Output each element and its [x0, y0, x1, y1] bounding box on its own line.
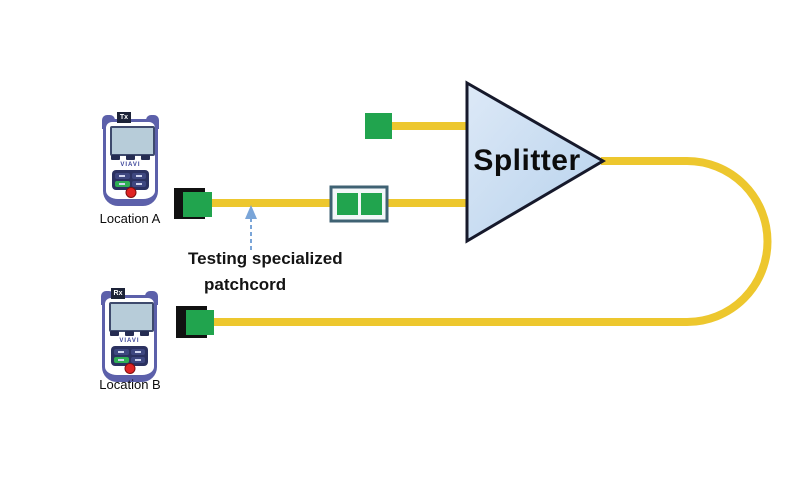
device-body: VIAVI — [102, 295, 157, 382]
power-button — [124, 363, 135, 374]
optical-tester-location-a: Tx VIAVI — [102, 112, 159, 206]
adapter-port-left — [337, 193, 358, 215]
location-b-label: Location B — [99, 377, 161, 392]
softkey — [110, 331, 119, 336]
annotation-line1: Testing specialized — [188, 249, 343, 268]
splitter-top-connector — [365, 113, 392, 139]
connector-a-green — [183, 192, 212, 217]
keypad-key — [131, 181, 146, 187]
keypad-key — [115, 173, 130, 179]
keypad-key — [114, 349, 129, 355]
rx-port-tab: Rx — [111, 288, 125, 299]
softkey-row — [110, 331, 149, 336]
keypad-key — [130, 349, 145, 355]
annotation-line2: patchcord — [204, 275, 287, 294]
device-body: VIAVI — [103, 119, 158, 206]
brand-label: VIAVI — [120, 162, 141, 168]
softkey — [126, 155, 135, 160]
output-fiber-loop — [214, 157, 772, 326]
splitter-label: Splitter — [473, 144, 581, 177]
keypad-key — [130, 357, 145, 363]
tx-port-tab: Tx — [117, 112, 131, 123]
connector-b-green — [186, 310, 214, 335]
splitter-triangle — [465, 80, 606, 244]
softkey — [141, 155, 150, 160]
softkey-row — [111, 155, 150, 160]
keypad-key — [131, 173, 146, 179]
annotation-arrow-head — [245, 205, 257, 219]
adapter-port-right — [361, 193, 382, 215]
keypad-key-green — [114, 357, 129, 363]
device-screen — [110, 126, 155, 156]
device-keypad — [111, 346, 148, 366]
device-keypad — [112, 170, 149, 190]
rx-port-label: Rx — [113, 290, 123, 297]
brand-label: VIAVI — [119, 338, 140, 344]
tx-port-label: Tx — [119, 114, 129, 121]
keypad-key-green — [115, 181, 130, 187]
softkey — [111, 155, 120, 160]
device-screen — [109, 302, 154, 332]
softkey — [125, 331, 134, 336]
location-a-label: Location A — [99, 211, 161, 226]
power-button — [125, 187, 136, 198]
optical-tester-location-b: Rx VIAVI — [101, 288, 158, 382]
softkey — [140, 331, 149, 336]
